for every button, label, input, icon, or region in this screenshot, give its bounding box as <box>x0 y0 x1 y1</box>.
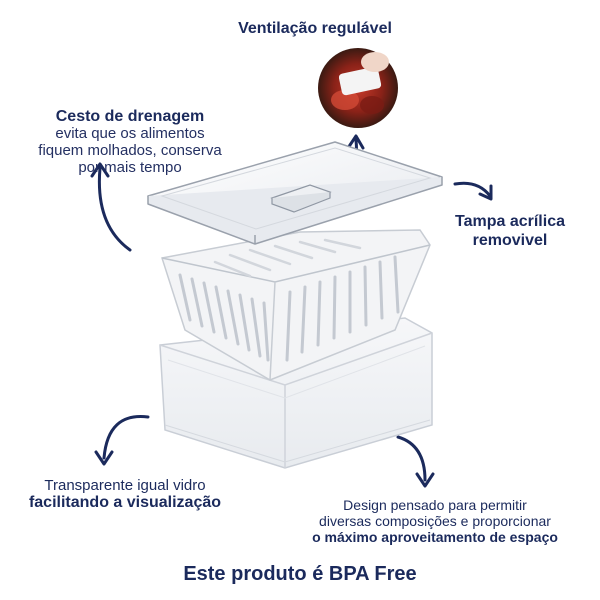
bpa-free-footer: Este produto é BPA Free <box>183 563 417 585</box>
ventilation-detail-photo <box>318 48 398 128</box>
drenagem-line3: por mais tempo <box>78 159 182 176</box>
arrow-design <box>396 435 427 482</box>
drenagem-line1: evita que os alimentos <box>55 125 205 142</box>
design-line1: Design pensado para permitir <box>343 497 527 513</box>
design-line2: diversas composições e proporcionar <box>319 513 551 529</box>
arrow-transparente <box>102 415 150 460</box>
transparente-line2: facilitando a visualização <box>28 494 222 511</box>
design-line3: o máximo aproveitamento de espaço <box>312 529 558 545</box>
design-callout: Design pensado para permitir diversas co… <box>290 497 580 545</box>
ventilacao-title: Ventilação regulável <box>238 20 392 37</box>
tampa-callout: Tampa acrílica removivel <box>440 212 580 250</box>
transparente-line1: Transparente igual vidro <box>44 477 206 494</box>
drainage-basket <box>161 229 431 381</box>
transparente-callout: Transparente igual vidro facilitando a v… <box>10 477 240 511</box>
drenagem-line2: fiquem molhados, conserva <box>38 142 222 159</box>
arrow-drenagem <box>97 166 132 252</box>
acrylic-lid <box>147 141 443 245</box>
arrow-tampa <box>453 181 492 198</box>
drenagem-callout: Cesto de drenagem evita que os alimentos… <box>20 108 240 176</box>
drenagem-title: Cesto de drenagem <box>55 108 205 125</box>
tampa-line1: Tampa acrílica <box>455 213 565 230</box>
tampa-line2: removivel <box>472 232 548 249</box>
